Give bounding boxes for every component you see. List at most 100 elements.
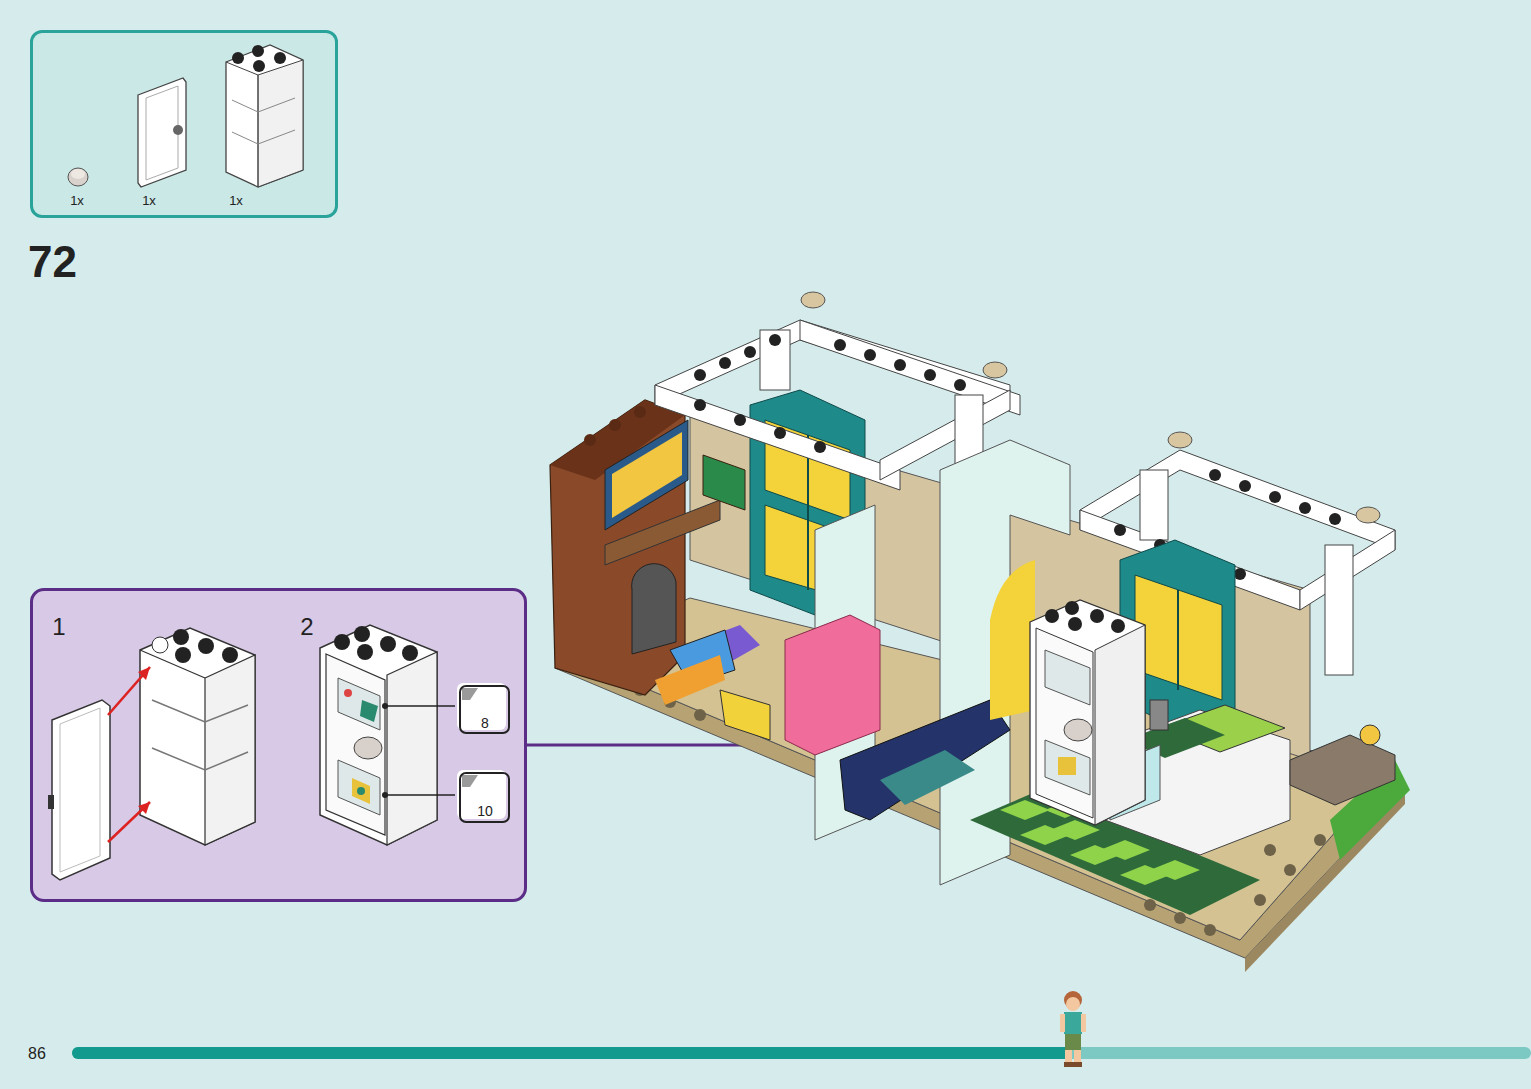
subassembly-panel (462, 688, 478, 700)
model-illustration (1168, 432, 1192, 448)
model-illustration (694, 369, 706, 381)
model-illustration (880, 750, 975, 805)
model-illustration (1036, 628, 1093, 818)
model-illustration (605, 500, 720, 565)
parts-panel (31, 31, 337, 217)
model-illustration (840, 700, 1010, 820)
parts-panel (31, 31, 337, 217)
model-illustration (983, 362, 1007, 378)
sticker-number: 10 (477, 804, 493, 818)
minifigure (1081, 1014, 1086, 1032)
subassembly-panel (338, 678, 380, 730)
substep-number: 2 (300, 615, 313, 639)
parts-panel (173, 125, 183, 135)
model-illustration (719, 357, 731, 369)
progress-bar (72, 1047, 1531, 1059)
subassembly-panel (48, 795, 54, 809)
model-illustration (1284, 864, 1296, 876)
subassembly-panel (385, 705, 455, 707)
model-illustration (1177, 590, 1179, 690)
subassembly-panel (354, 626, 370, 642)
subassembly-panel (382, 792, 388, 798)
subassembly-panel (457, 683, 506, 730)
subassembly-panel (334, 634, 350, 650)
model-illustration (760, 330, 790, 390)
model-illustration (1144, 899, 1156, 911)
parts-panel (232, 52, 244, 64)
subassembly-panel (387, 652, 437, 845)
sticker-callout: 10 (459, 772, 510, 823)
model-illustration (1120, 865, 1170, 885)
model-illustration (801, 292, 825, 308)
model-illustration (1070, 845, 1120, 865)
model-illustration (734, 414, 746, 426)
model-illustration (655, 385, 900, 490)
subassembly-panel (352, 778, 370, 804)
subassembly-panel (326, 654, 385, 835)
model-illustration (1360, 725, 1380, 745)
model-illustration (1135, 575, 1222, 700)
model-illustration (1325, 545, 1353, 675)
minifigure (1074, 1050, 1081, 1064)
minifigure (1065, 1034, 1081, 1050)
model-illustration (634, 684, 1356, 936)
model-illustration (1239, 480, 1251, 492)
subassembly-panel (108, 667, 150, 715)
parts-panel (258, 75, 259, 187)
subassembly-panel (338, 760, 380, 815)
progress-bar (72, 1047, 1531, 1059)
subassembly-panel (108, 802, 150, 842)
model-illustration (834, 339, 846, 351)
model-illustration (1204, 924, 1216, 936)
model-illustration (1299, 502, 1311, 514)
model-illustration (1314, 834, 1326, 846)
model-illustration (801, 292, 1380, 523)
parts-panel (252, 45, 264, 57)
sticker-number: 8 (481, 716, 489, 730)
subassembly-panel (140, 650, 205, 678)
model-illustration (814, 441, 826, 453)
model-illustration (1264, 844, 1276, 856)
model-illustration (769, 334, 781, 346)
model-illustration (1269, 491, 1281, 503)
parts-panel (232, 98, 295, 112)
model-illustration (1045, 650, 1090, 705)
model-illustration (1290, 735, 1395, 805)
model-illustration (954, 379, 966, 391)
subassembly-panel (457, 770, 506, 819)
subassembly-panel (205, 655, 255, 845)
model-illustration (1111, 619, 1125, 633)
model-illustration (894, 359, 906, 371)
model-illustration (1209, 469, 1221, 481)
subassembly-panel (175, 647, 191, 663)
model-illustration (1030, 600, 1145, 825)
model-illustration (1064, 719, 1092, 741)
subassembly-panel (52, 700, 110, 880)
parts-panel (258, 60, 303, 187)
minifigure (1065, 1050, 1072, 1064)
substep-number: 1 (52, 615, 65, 639)
model-illustration (785, 615, 880, 755)
model-illustration (1058, 757, 1076, 775)
minifigure (1064, 1062, 1082, 1067)
model-illustration (1065, 601, 1079, 615)
parts-panel (274, 52, 286, 64)
model-illustration (800, 320, 1020, 415)
model-illustration (720, 690, 770, 740)
sticker-callout: 8 (459, 685, 510, 734)
part-quantity: 1x (229, 194, 243, 207)
model-illustration (1045, 609, 1059, 623)
part-quantity: 1x (70, 194, 84, 207)
parts-panel (146, 86, 178, 180)
subassembly-panel (31, 589, 526, 901)
model-illustration (694, 399, 706, 411)
subassembly-panel (385, 794, 455, 796)
model-illustration (1045, 740, 1090, 795)
model-illustration (924, 369, 936, 381)
model-illustration (1095, 625, 1145, 825)
subassembly-panel (354, 737, 382, 759)
model-illustration (632, 564, 676, 654)
model-illustration (744, 346, 756, 358)
model-illustration (1140, 470, 1168, 540)
parts-panel (138, 78, 186, 187)
